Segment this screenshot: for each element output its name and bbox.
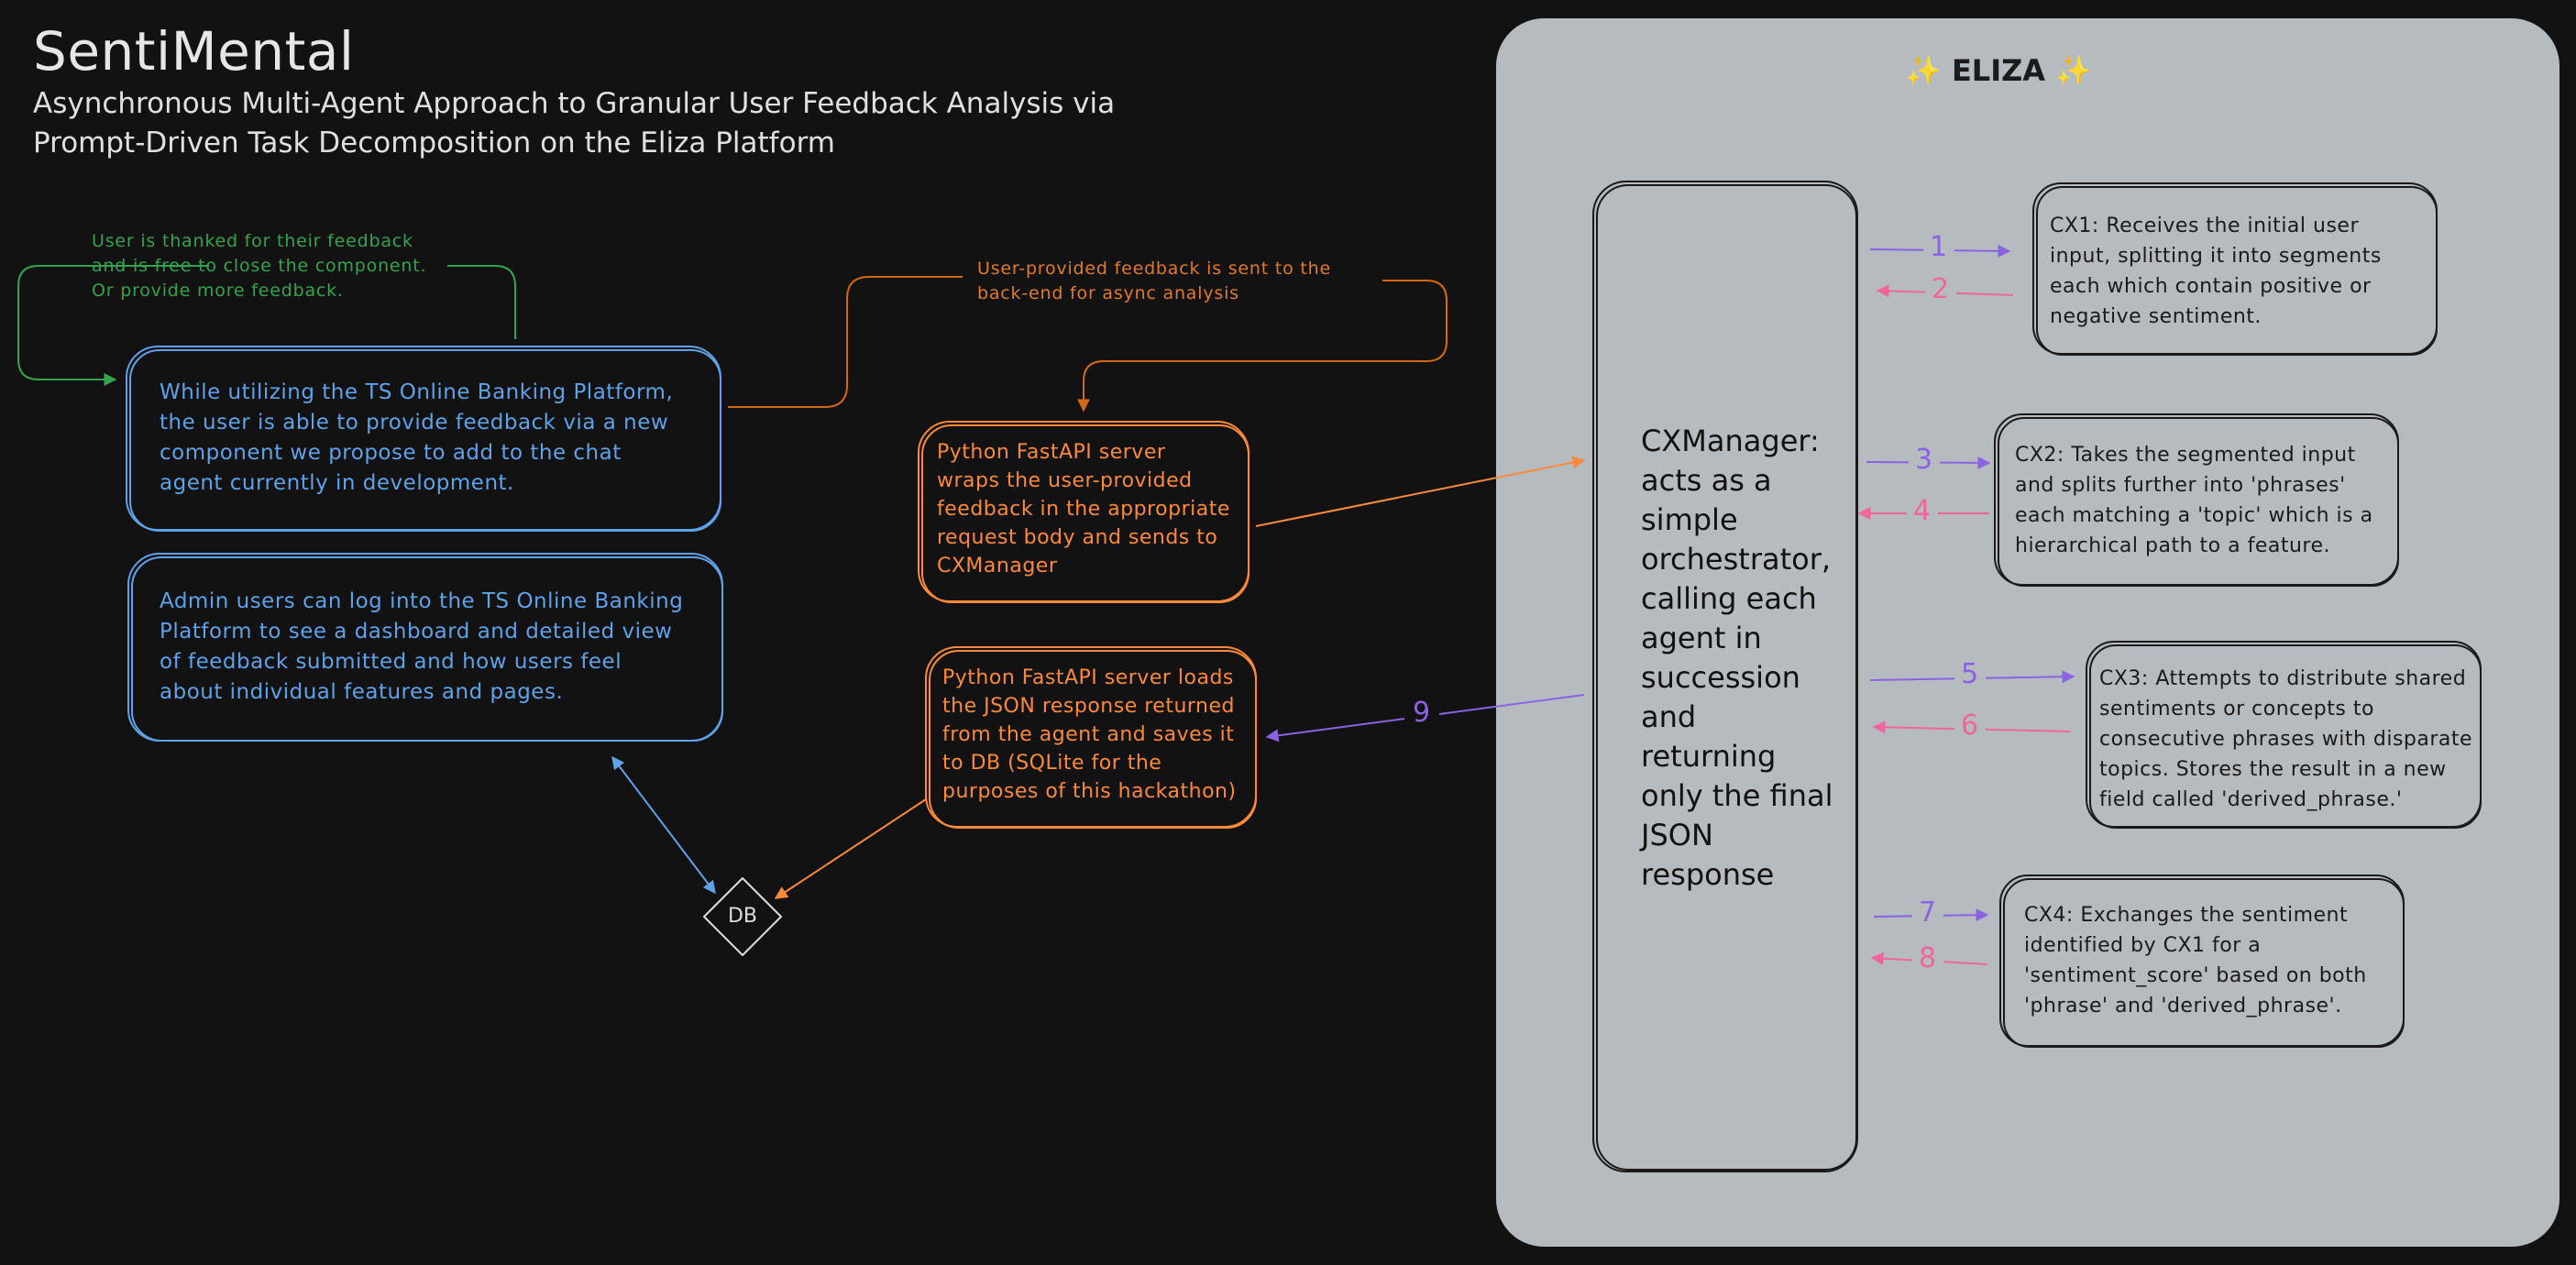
db-label: DB — [727, 905, 758, 928]
fastapi-load-box: Python FastAPI server loads the JSON res… — [942, 666, 1237, 803]
cx4-box-outline — [1999, 874, 2405, 1048]
arrow-label-8: 8 — [1919, 942, 1937, 974]
cx4-box: CX4: Exchanges the sentiment identified … — [2024, 904, 2367, 1018]
arrow-label-7: 7 — [1919, 896, 1937, 929]
fastapi-to-db-arrow — [774, 798, 927, 899]
eliza-title: ✨ ELIZA ✨ — [1904, 53, 2093, 88]
cx1-box: CX1: Receives the initial user input, sp… — [2050, 214, 2382, 328]
user-feedback-box: While utilizing the TS Online Banking Pl… — [160, 380, 674, 495]
admin-db-arrow — [611, 755, 716, 895]
arrow-label-4: 4 — [1913, 495, 1932, 527]
cx2-box: CX2: Takes the segmented input and split… — [2015, 444, 2373, 557]
admin-box-outline — [127, 553, 723, 742]
page-subtitle: Asynchronous Multi-Agent Approach to Gra… — [33, 87, 1116, 160]
cxmanager-box-outline — [1592, 181, 1858, 1172]
arrow-label-5: 5 — [1961, 658, 1979, 690]
cx3-box: CX3: Attempts to distribute shared senti… — [2099, 667, 2473, 811]
admin-dashboard-box: Admin users can log into the TS Online B… — [160, 589, 684, 704]
arrow-label-9: 9 — [1413, 697, 1431, 729]
arrow-label-3: 3 — [1915, 444, 1933, 476]
cx3-box-outline — [2086, 641, 2482, 829]
fastapi-load-box-outline — [925, 646, 1257, 829]
cxmanager-box: CXManager: acts as a simple orchestrator… — [1641, 424, 1833, 892]
cx2-box-outline — [1994, 413, 2399, 587]
submit-feedback-connector — [728, 276, 1448, 411]
arrow-label-1: 1 — [1930, 231, 1948, 263]
cx1-box-outline — [2032, 182, 2438, 356]
arrow-label-2: 2 — [1932, 273, 1950, 305]
eliza-panel — [1496, 18, 2559, 1247]
user-box-outline — [126, 346, 721, 532]
db-diamond — [703, 877, 782, 956]
page-title: SentiMental — [33, 20, 355, 82]
thank-you-loop-connector — [17, 265, 516, 380]
fastapi-send-box: Python FastAPI server wraps the user-pro… — [937, 441, 1230, 578]
fastapi-to-cxmanager-arrow — [1255, 456, 1586, 527]
thank-you-note: User is thanked for their feedback and i… — [92, 231, 427, 301]
arrow-label-6: 6 — [1961, 710, 1979, 742]
async-analysis-note: User-provided feedback is sent to the ba… — [977, 258, 1331, 303]
